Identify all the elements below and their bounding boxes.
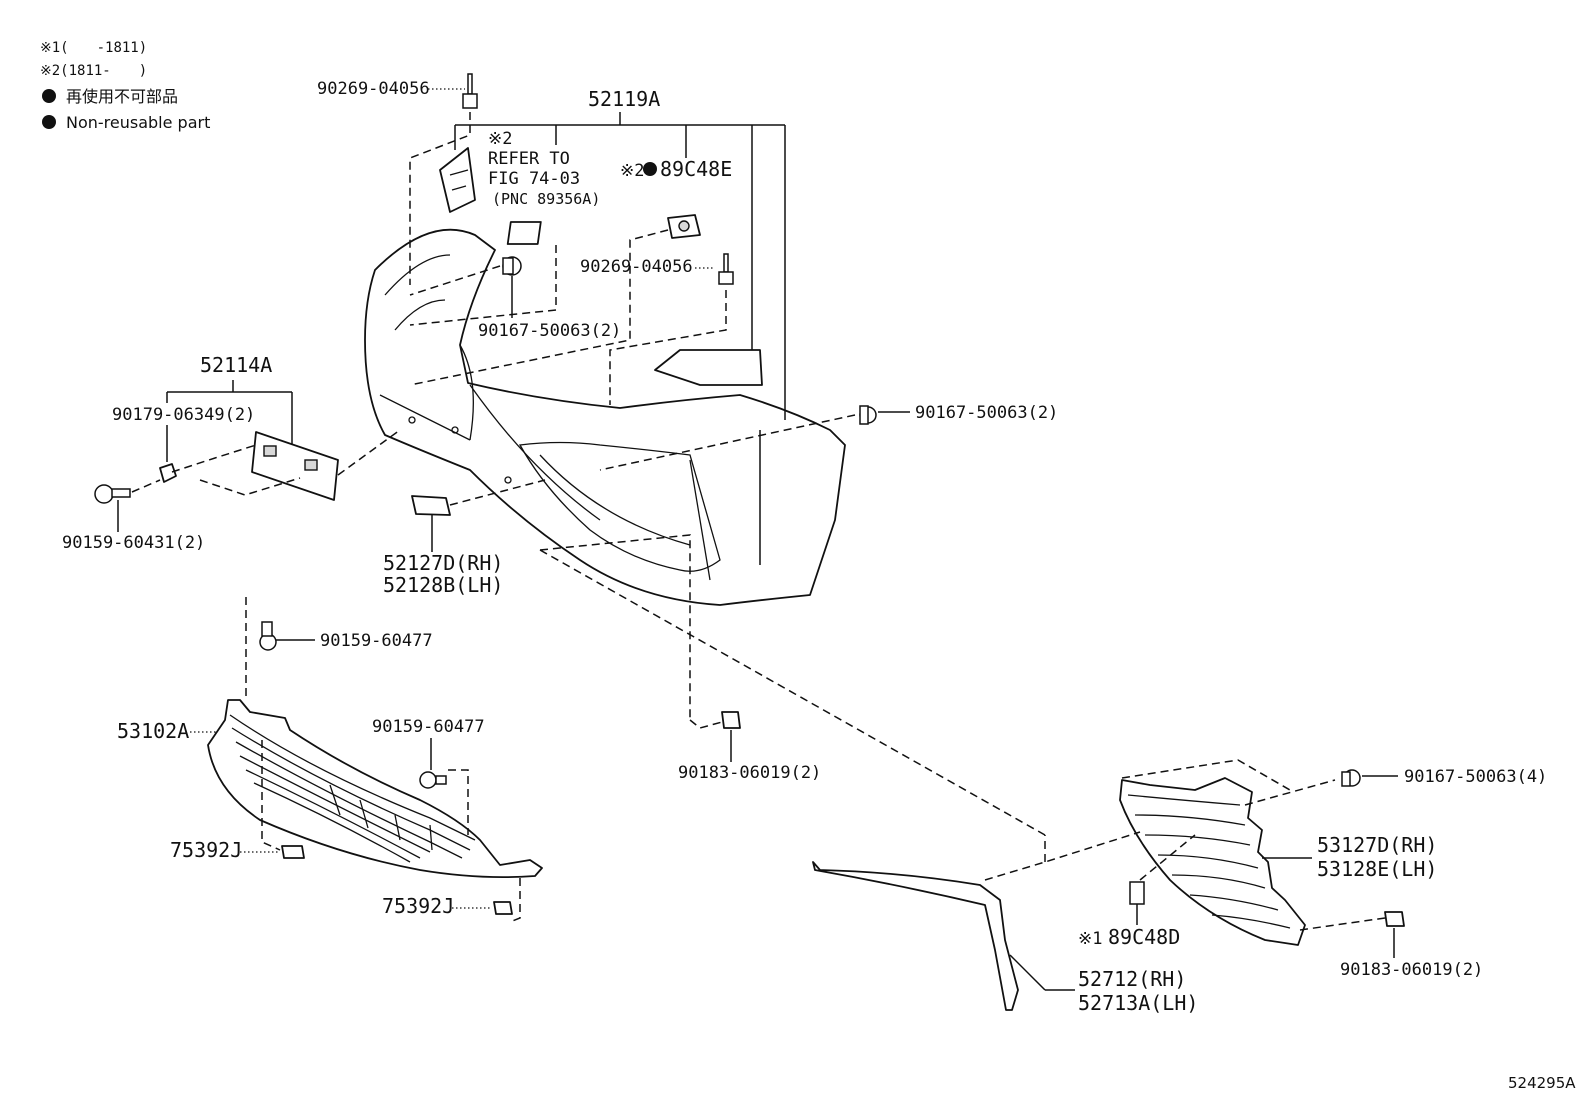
label-90269-04056-top[interactable]: 90269-04056 [317, 79, 430, 99]
part-90269-04056-top[interactable]: 90269-04056 [317, 73, 478, 285]
part-75392J-b[interactable]: 75392J [382, 878, 521, 923]
label-90159-60431[interactable]: 90159-60431(2) [62, 533, 205, 553]
part-75392J-a[interactable]: 75392J [170, 740, 305, 862]
legend-note-1: ※1( -1811) [40, 40, 147, 56]
part-52127D[interactable]: 52127D(RH) 52128B(LH) [383, 479, 546, 597]
marker-2: ※2 [620, 161, 644, 181]
legend-nonreusable-en: Non-reusable part [66, 113, 210, 132]
catalog-id: 524295A [1508, 1074, 1576, 1092]
label-90179-06349[interactable]: 90179-06349(2) [112, 405, 255, 425]
legend: ※1( -1811) ※2(1811- ) 再使用不可部品 Non-reusab… [40, 40, 210, 132]
label-52119A[interactable]: 52119A [588, 87, 660, 111]
part-52114A[interactable]: 52114A 90179-06349(2) [112, 353, 401, 501]
part-90183-06019-a[interactable]: 90183-06019(2) [678, 711, 821, 783]
label-90159-60477-a[interactable]: 90159-60477 [320, 631, 433, 651]
marker-1: ※1 [1078, 929, 1102, 949]
refer-note: ※2 REFER TO FIG 74-03 (PNC 89356A) [409, 129, 600, 326]
fig-ref-link[interactable]: FIG 74-03 [488, 169, 580, 189]
legend-note-2: ※2(1811- ) [40, 63, 147, 79]
bumper-cover-part[interactable] [364, 147, 846, 606]
part-90183-06019-b[interactable]: 90183-06019(2) [1299, 911, 1483, 980]
part-90167-50063-c[interactable]: 90167-50063(4) [1341, 767, 1547, 787]
label-89C48E[interactable]: 89C48E [660, 157, 732, 181]
label-90183-06019-a[interactable]: 90183-06019(2) [678, 763, 821, 783]
label-90269-04056-mid[interactable]: 90269-04056 [580, 257, 693, 277]
refer-note-marker: ※2 [488, 129, 512, 149]
label-53102A[interactable]: 53102A [117, 719, 189, 743]
label-90167-50063-b[interactable]: 90167-50063(2) [915, 403, 1058, 423]
label-90159-60477-b[interactable]: 90159-60477 [372, 717, 485, 737]
label-52712[interactable]: 52712(RH) [1078, 967, 1186, 991]
part-52712[interactable]: 52712(RH) 52713A(LH) [812, 831, 1198, 1015]
part-53102A[interactable]: 53102A [117, 699, 543, 879]
leader-52119A: 52119A [454, 87, 786, 565]
guide-line [539, 534, 691, 720]
legend-nonreusable-jp: 再使用不可部品 [66, 87, 178, 106]
part-90269-04056-mid[interactable]: 90269-04056 [580, 253, 734, 405]
label-52128B[interactable]: 52128B(LH) [383, 573, 503, 597]
part-90159-60477-b[interactable]: 90159-60477 [372, 717, 485, 835]
part-53127D[interactable]: 53127D(RH) 53128E(LH) [1119, 759, 1437, 946]
pnc-ref: (PNC 89356A) [492, 190, 600, 208]
part-90167-50063-a[interactable]: 90167-50063(2) [409, 256, 621, 341]
part-90159-60431[interactable]: 90159-60431(2) [62, 479, 205, 553]
nonreusable-bullet-icon [42, 89, 56, 103]
nonreusable-bullet-icon [643, 162, 657, 176]
guide-line [539, 549, 1046, 836]
label-89C48D[interactable]: 89C48D [1108, 925, 1180, 949]
label-52114A[interactable]: 52114A [200, 353, 272, 377]
label-90167-50063-c[interactable]: 90167-50063(4) [1404, 767, 1547, 787]
part-90167-50063-b[interactable]: 90167-50063(2) [599, 403, 1058, 471]
label-75392J-a[interactable]: 75392J [170, 838, 242, 862]
label-75392J-b[interactable]: 75392J [382, 894, 454, 918]
nonreusable-bullet-icon [42, 115, 56, 129]
refer-to-text: REFER TO [488, 149, 570, 169]
label-53128E[interactable]: 53128E(LH) [1317, 857, 1437, 881]
part-89C48D[interactable]: ※1 89C48D [1078, 834, 1196, 949]
part-89C48E[interactable]: ※2 89C48E [409, 157, 732, 386]
label-90183-06019-b[interactable]: 90183-06019(2) [1340, 960, 1483, 980]
label-90167-50063-a[interactable]: 90167-50063(2) [478, 321, 621, 341]
label-52713A[interactable]: 52713A(LH) [1078, 991, 1198, 1015]
label-53127D[interactable]: 53127D(RH) [1317, 833, 1437, 857]
label-52127D[interactable]: 52127D(RH) [383, 551, 503, 575]
part-90159-60477-a[interactable]: 90159-60477 [245, 597, 433, 700]
